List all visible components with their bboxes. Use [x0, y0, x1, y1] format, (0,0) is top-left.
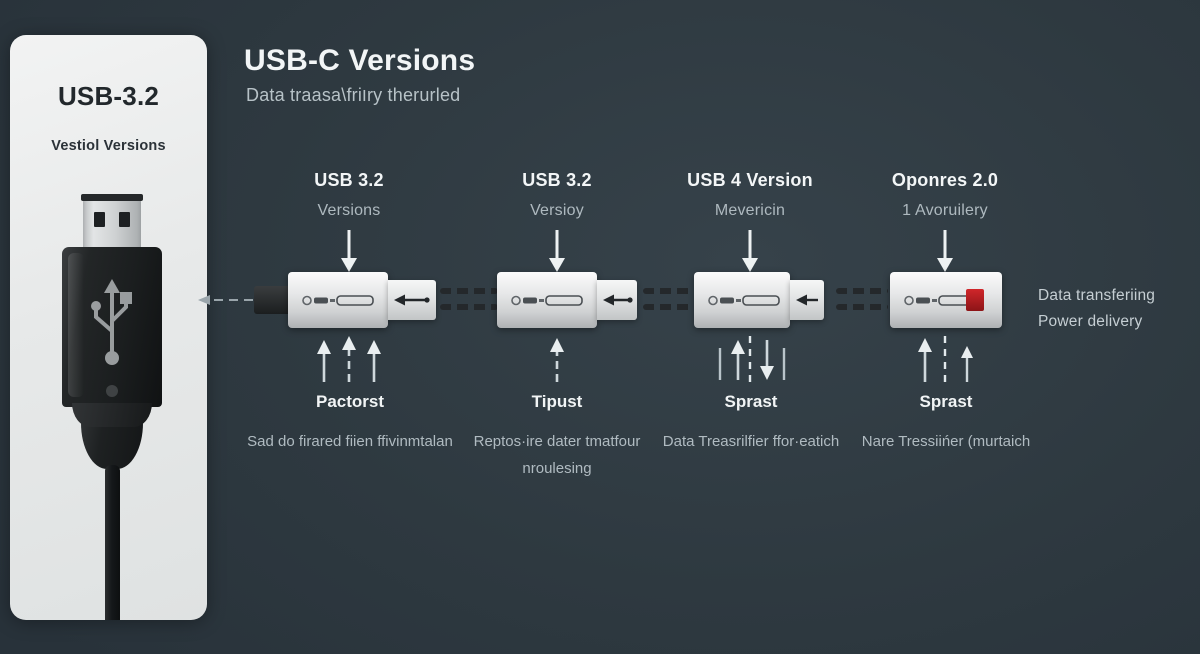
connector-shell — [694, 272, 790, 328]
usb-plug-body — [62, 247, 162, 407]
arrows-up-group-1 — [317, 336, 381, 382]
connector-shell — [288, 272, 388, 328]
page-subtitle: Data traasa\friוry therurled — [246, 85, 461, 105]
feed-connector-line — [198, 295, 268, 305]
footer-description: Nare Tressiińer (murtaich — [861, 433, 1031, 450]
page-title: USB-C Versions — [244, 44, 476, 77]
right-label-data-transfer: Data transferiing — [1038, 287, 1156, 304]
connector-3[interactable] — [694, 272, 834, 328]
connector-tip — [388, 280, 436, 320]
footer-description: Sad do firared fiien ffivinmtalan — [247, 433, 453, 450]
connector-stub — [254, 286, 288, 314]
column-subtitle: Versioy — [530, 202, 584, 219]
column-footer-2: Tipust Reptos·ire dater tmatfour nroules… — [447, 392, 667, 482]
connector-1[interactable] — [254, 272, 438, 328]
arrows-up-group-2 — [550, 338, 564, 382]
arrow-down-icon-1 — [341, 230, 357, 272]
arrow-left-icon — [603, 294, 633, 306]
connector-tip — [597, 280, 637, 320]
footer-title: Sprast — [919, 392, 973, 411]
arrow-left-icon — [796, 294, 818, 306]
column-header-1: USB 3.2 Versions — [249, 170, 449, 220]
arrow-down-icon-3 — [742, 230, 758, 272]
usb-c-pin-icon — [302, 295, 374, 306]
column-title: USB 3.2 — [314, 170, 384, 190]
usb-c-pin-icon — [708, 295, 780, 306]
connector-shell — [890, 272, 1002, 328]
arrows-up-group-4 — [918, 336, 973, 384]
arrow-down-icon-4 — [937, 230, 953, 272]
cable-link-3 — [836, 288, 888, 312]
column-footer-4: Sprast Nare Tressiińer (murtaich — [836, 392, 1056, 455]
column-header-2: USB 3.2 Versioy — [457, 170, 657, 220]
column-subtitle: Versions — [317, 202, 381, 219]
card-subtitle: Vestiol Versions — [51, 138, 166, 154]
cable-strain-relief — [72, 403, 152, 469]
connector-2[interactable] — [497, 272, 641, 328]
footer-title: Pactorst — [315, 392, 385, 411]
right-label-power-delivery: Power delivery — [1038, 313, 1143, 330]
connector-tip — [790, 280, 824, 320]
column-subtitle: 1 Avoruilery — [902, 202, 988, 219]
connector-4[interactable] — [890, 272, 1006, 328]
usb-trident-icon — [91, 279, 132, 365]
column-footer-1: Pactorst Sad do firared fiien ffivinmtal… — [240, 392, 460, 455]
arrow-left-icon — [394, 294, 430, 306]
footer-description: Data Treasrilfier ffor·eatich — [662, 433, 840, 450]
column-header-3: USB 4 Version Mevericin — [650, 170, 850, 220]
usb-cable-card: USB-3.2 Vestiol Versions — [10, 35, 207, 620]
column-subtitle: Mevericin — [714, 202, 786, 219]
column-title: USB 4 Version — [687, 170, 813, 190]
column-title: Oponres 2.0 — [891, 170, 999, 190]
footer-description: Reptos·ire dater tmatfour nroulesing — [473, 433, 641, 477]
arrow-down-icon-2 — [549, 230, 565, 272]
cable-link-2 — [643, 288, 695, 312]
column-header-4: Oponres 2.0 1 Avoruilery — [845, 170, 1045, 220]
column-title: USB 3.2 — [522, 170, 592, 190]
card-title: USB-3.2 — [57, 81, 160, 111]
usb-a-connector-icon — [81, 194, 143, 253]
footer-title: Sprast — [724, 392, 778, 411]
footer-title: Tipust — [531, 392, 583, 411]
column-footer-3: Sprast Data Treasrilfier ffor·eatich — [641, 392, 861, 455]
power-delivery-indicator — [966, 289, 984, 311]
right-labels: Data transferiing Power delivery — [1038, 283, 1200, 335]
usb-c-pin-icon — [511, 295, 583, 306]
arrows-up-group-3 — [718, 336, 786, 384]
connector-shell — [497, 272, 597, 328]
cable-cord — [105, 465, 120, 620]
cable-link-1 — [440, 288, 498, 312]
